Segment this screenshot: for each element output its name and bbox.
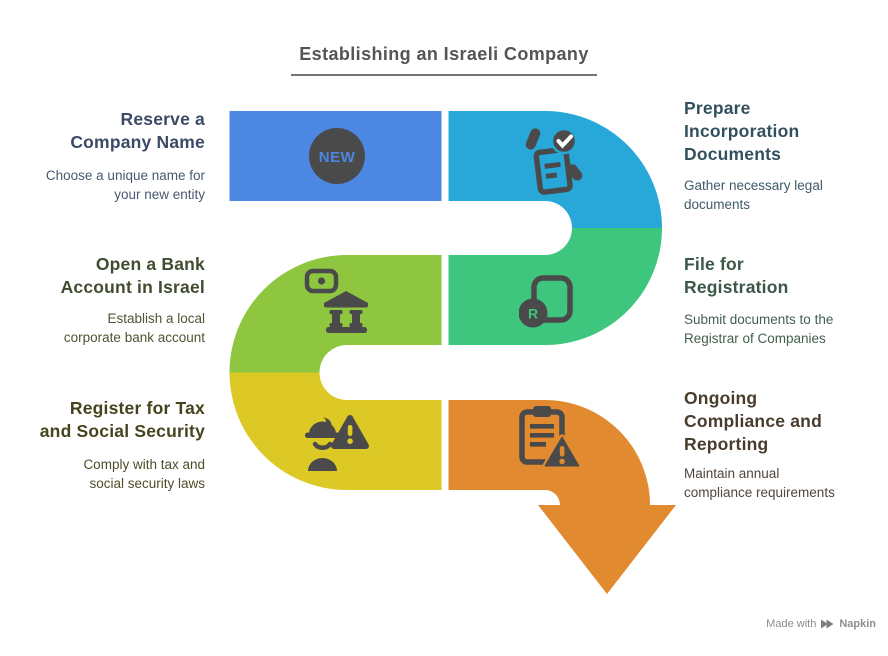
step-title-register-tax: Register for Tax and Social Security (39, 398, 205, 441)
worker-warning-icon (305, 415, 369, 471)
made-with-napkin: Made with Napkin (766, 618, 876, 630)
clipboard-warning-icon (519, 406, 582, 469)
segment-separator (441, 109, 449, 203)
new-badge-icon: NEW (309, 128, 365, 184)
page-title-wrap: Establishing an Israeli Company (0, 44, 888, 76)
segment-separator (441, 398, 449, 492)
segment-register-tax (229, 372, 445, 490)
step-subtitle-reserve-name: Choose a unique name for your new entity (45, 168, 205, 202)
segment-prepare-documents (445, 111, 662, 228)
page-title: Establishing an Israeli Company (291, 44, 597, 76)
napkin-brand-label: Napkin (839, 618, 876, 630)
segment-ongoing-compliance-arrow (445, 400, 676, 594)
step-subtitle-open-bank: Establish a local corporate bank account (63, 311, 205, 345)
step-subtitle-file-registration: Submit documents to the Registrar of Com… (684, 312, 834, 346)
step-title-ongoing-compliance: Ongoing Compliance and Reporting (684, 388, 822, 454)
document-check-icon (525, 127, 583, 195)
napkin-logo-icon (821, 619, 834, 629)
step-title-reserve-name: Reserve a Company Name (70, 109, 205, 152)
bank-icon (304, 268, 368, 333)
registration-badge-label: R (528, 306, 538, 322)
step-title-open-bank: Open a Bank Account in Israel (60, 254, 205, 297)
segment-separator (441, 253, 449, 347)
made-with-label: Made with (766, 618, 817, 630)
step-title-prepare-documents: Prepare Incorporation Documents (684, 98, 800, 164)
new-badge-label: NEW (319, 149, 356, 166)
step-subtitle-prepare-documents: Gather necessary legal documents (684, 178, 823, 212)
segment-file-registration (445, 228, 662, 345)
registration-icon: R (519, 275, 573, 328)
step-subtitle-register-tax: Comply with tax and social security laws (83, 457, 205, 491)
step-title-file-registration: File for Registration (684, 254, 789, 297)
step-subtitle-ongoing-compliance: Maintain annual compliance requirements (684, 466, 835, 500)
